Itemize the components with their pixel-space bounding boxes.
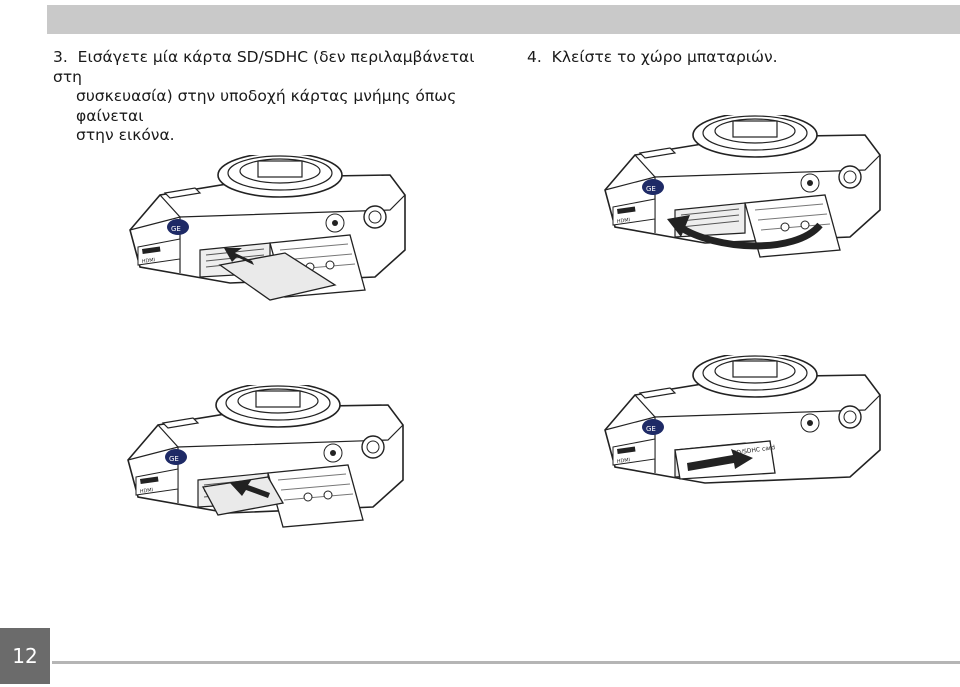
page-number: 12 xyxy=(12,644,38,668)
step-3-instruction: 3. Εισάγετε μία κάρτα SD/SDHC (δεν περιλ… xyxy=(53,48,483,146)
illustration-close-door-2: HDMI GE SD/SDHC card xyxy=(604,355,881,484)
close-arrowhead-icon xyxy=(667,215,690,237)
brand-logo-text: GE xyxy=(646,425,656,433)
step-3-line-3: στην εικόνα. xyxy=(76,126,175,144)
insert-arrow-icon xyxy=(224,248,254,265)
brand-logo-text: GE xyxy=(171,225,181,233)
port-label: HDMI xyxy=(616,217,630,225)
footer-rule xyxy=(52,661,960,664)
sd-card xyxy=(218,252,337,301)
port-label: HDMI xyxy=(141,257,155,265)
step-3-line-1: Εισάγετε μία κάρτα SD/SDHC (δεν περιλαμβ… xyxy=(53,48,475,86)
page-number-box: 12 xyxy=(0,628,50,684)
step-4-instruction: 4. Κλείστε το χώρο μπαταριών. xyxy=(527,48,947,68)
illustration-insert-card-1: GE HDMI xyxy=(129,155,406,301)
step-4-number: 4. xyxy=(527,48,542,66)
step-3-line-2: συσκευασία) στην υποδοχή κάρτας μνήμης ό… xyxy=(76,87,457,125)
close-arrow-icon xyxy=(678,222,823,250)
step-4-text: Κλείστε το χώρο μπαταριών. xyxy=(551,48,778,66)
step-3-number: 3. xyxy=(53,48,68,66)
illustration-insert-card-2: GE HDMI xyxy=(127,385,404,528)
header-bar xyxy=(47,5,960,34)
port-label: HDMI xyxy=(616,457,630,465)
insert-arrow-icon xyxy=(230,479,270,498)
brand-logo-text: GE xyxy=(646,185,656,193)
illustration-close-door-1: GE HDMI xyxy=(604,115,881,258)
slide-arrow-icon xyxy=(687,449,753,471)
port-label: HDMI xyxy=(139,487,153,495)
brand-logo-text: GE xyxy=(169,455,179,463)
